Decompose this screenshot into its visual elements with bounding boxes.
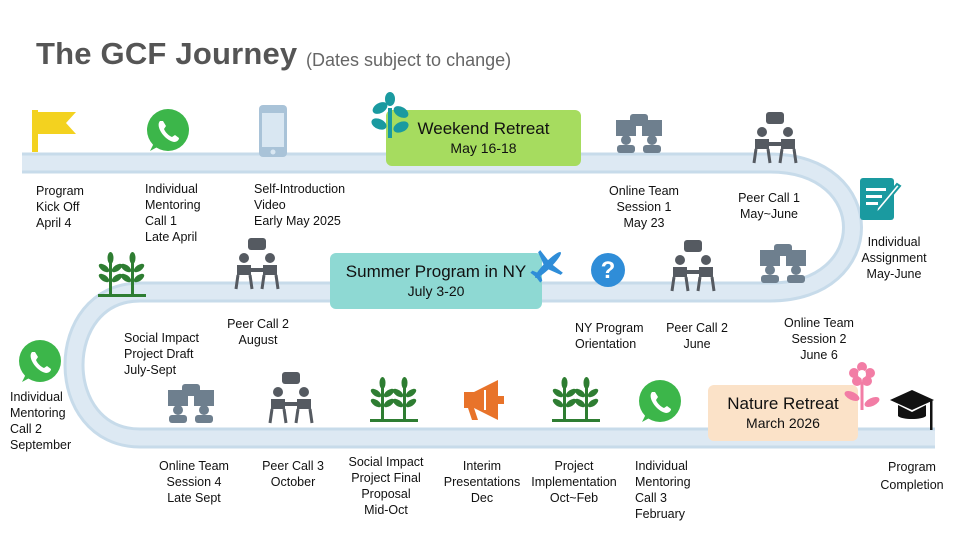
- label-program-completion: Program Completion: [880, 460, 944, 492]
- summer-program-title: Summer Program in NY: [345, 262, 527, 281]
- label-kickoff: Program Kick Off April 4: [36, 184, 84, 230]
- nature-retreat-date: March 2026: [746, 415, 820, 431]
- label-individual-assignment: Individual Assignment May-June: [861, 235, 927, 281]
- label-final-proposal: Social Impact Project Final Proposal Mid…: [348, 455, 424, 517]
- label-mentoring-1: Individual Mentoring Call 1 Late April: [145, 182, 201, 244]
- svg-text:?: ?: [601, 257, 616, 284]
- label-self-intro: Self-Introduction Video Early May 2025: [254, 182, 346, 228]
- page-subtitle: (Dates subject to change): [306, 50, 512, 70]
- summer-program-date: July 3-20: [407, 283, 465, 299]
- assignment-icon: [860, 178, 902, 220]
- megaphone-icon: [464, 380, 504, 420]
- whatsapp-icon: [639, 380, 681, 422]
- weekend-retreat-title: Weekend Retreat: [417, 119, 550, 138]
- wheat-icon: [98, 252, 146, 297]
- label-online-team-1: Online Team Session 1 May 23: [609, 184, 679, 230]
- sprout-icon: [371, 92, 409, 138]
- nature-retreat-box: Nature Retreat March 2026: [708, 385, 858, 441]
- weekend-retreat-box: Weekend Retreat May 16-18: [386, 110, 581, 166]
- team-session-icon: [760, 244, 806, 283]
- airplane-icon: [530, 250, 563, 283]
- label-peer-call-2-june: Peer Call 2 June: [666, 321, 728, 351]
- label-peer-call-2-august: Peer Call 2 August: [227, 317, 289, 347]
- peer-call-icon: [670, 240, 716, 292]
- flag-icon: [32, 110, 76, 152]
- team-session-icon: [616, 114, 662, 153]
- label-mentoring-2: Individual Mentoring Call 2 September: [10, 390, 72, 452]
- wheat-icon: [552, 377, 600, 422]
- nature-retreat-title: Nature Retreat: [727, 394, 839, 413]
- peer-call-icon: [234, 238, 280, 290]
- flower-icon: [844, 362, 880, 410]
- label-ny-orientation: NY Program Orientation: [575, 321, 644, 351]
- weekend-retreat-date: May 16-18: [450, 140, 517, 156]
- question-icon: ?: [591, 253, 625, 287]
- label-online-team-4: Online Team Session 4 Late Sept: [159, 459, 229, 505]
- team-session-icon: [168, 384, 214, 423]
- label-project-draft: Social Impact Project Draft July-Sept: [124, 331, 200, 377]
- label-interim-presentations: Interim Presentations Dec: [443, 459, 521, 505]
- peer-call-icon: [752, 112, 798, 164]
- whatsapp-icon: [147, 109, 189, 151]
- label-peer-call-3: Peer Call 3 October: [262, 459, 324, 489]
- peer-call-icon: [268, 372, 314, 424]
- label-online-team-2: Online Team Session 2 June 6: [784, 316, 854, 362]
- phone-icon: [259, 105, 287, 157]
- page-title: The GCF Journey: [36, 36, 298, 71]
- whatsapp-icon: [19, 340, 61, 382]
- wheat-icon: [370, 377, 418, 422]
- label-mentoring-3: Individual Mentoring Call 3 February: [635, 459, 691, 521]
- label-peer-call-1: Peer Call 1 May~June: [738, 191, 800, 221]
- summer-program-box: Summer Program in NY July 3-20: [330, 253, 542, 309]
- label-project-implementation: Project Implementation Oct~Feb: [531, 459, 617, 505]
- graduation-cap-icon: [890, 390, 934, 430]
